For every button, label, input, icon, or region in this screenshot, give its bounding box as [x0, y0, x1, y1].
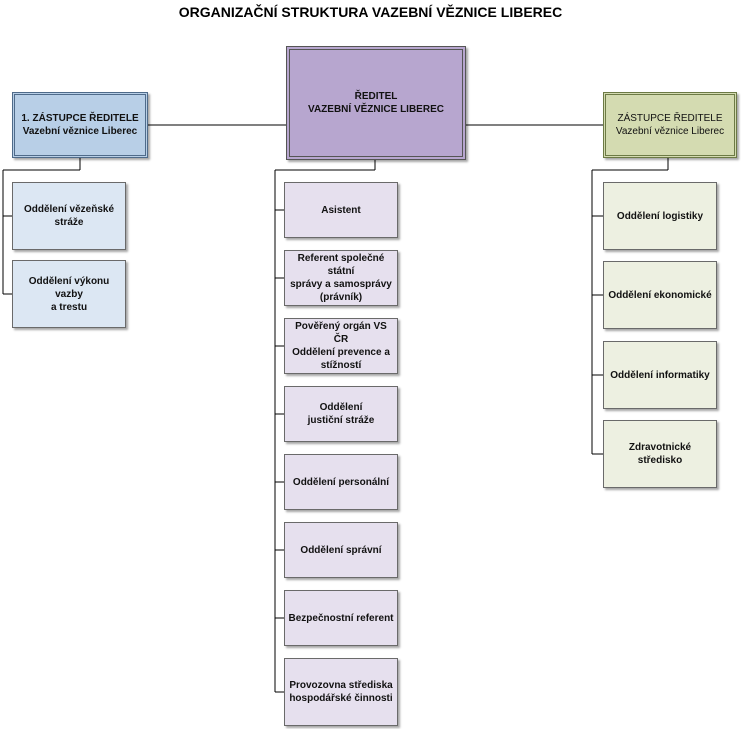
center-unit-label: justiční stráže [307, 415, 375, 426]
director-title: ŘEDITEL [354, 91, 398, 102]
deputy-left-box: 1. ZÁSTUPCE ŘEDITELE Vazební věznice Lib… [12, 92, 148, 158]
deputy-right-subtitle: Vazební věznice Liberec [615, 126, 725, 137]
left-unit-label: Oddělení vězeňské stráže [23, 204, 115, 228]
center-unit-label: Oddělení prevence a [292, 347, 390, 358]
left-unit-label: a trestu [50, 301, 88, 313]
right-unit-label: Oddělení informatiky [610, 369, 710, 381]
center-unit-box: Bezpečnostní referent [284, 590, 398, 646]
center-unit-label: Referent společné státní [297, 253, 385, 277]
deputy-left-subtitle: Vazební věznice Liberec [22, 126, 138, 137]
center-unit-label: Provozovna střediska [289, 680, 393, 691]
center-unit-box: Asistent [284, 182, 398, 238]
center-unit-box: Pověřený orgán VS ČR Oddělení prevence a… [284, 318, 398, 374]
deputy-right-title: ZÁSTUPCE ŘEDITELE [617, 113, 723, 124]
center-unit-label: Oddělení [319, 402, 363, 413]
center-unit-box: Oddělení justiční stráže [284, 386, 398, 442]
right-unit-label: Zdravotnické středisko [628, 442, 692, 466]
director-box: ŘEDITEL VAZEBNÍ VĚZNICE LIBEREC [286, 46, 466, 160]
right-unit-box: Oddělení informatiky [603, 341, 717, 409]
center-unit-label: Asistent [321, 204, 361, 216]
center-unit-box: Oddělení personální [284, 454, 398, 510]
deputy-left-title: 1. ZÁSTUPCE ŘEDITELE [21, 113, 139, 124]
chart-title: ORGANIZAČNÍ STRUKTURA VAZEBNÍ VĚZNICE LI… [178, 4, 563, 20]
left-unit-box: Oddělení vězeňské stráže [12, 182, 126, 250]
right-unit-box: Oddělení logistiky [603, 182, 717, 250]
director-subtitle: VAZEBNÍ VĚZNICE LIBEREC [308, 104, 444, 115]
center-unit-label: hospodářské činnosti [289, 693, 393, 704]
center-unit-box: Oddělení správní [284, 522, 398, 578]
right-unit-box: Oddělení ekonomické [603, 261, 717, 329]
center-unit-label: Oddělení správní [300, 544, 382, 556]
left-unit-label: Oddělení výkonu vazby [28, 275, 110, 300]
deputy-right-box: ZÁSTUPCE ŘEDITELE Vazební věznice Libere… [603, 92, 737, 158]
right-unit-label: Oddělení logistiky [616, 210, 704, 222]
center-unit-label: Pověřený orgán VS ČR [295, 321, 387, 345]
right-unit-box: Zdravotnické středisko [603, 420, 717, 488]
center-unit-label: správy a samosprávy [290, 279, 392, 290]
left-unit-box: Oddělení výkonu vazby a trestu [12, 260, 126, 328]
center-unit-label: Bezpečnostní referent [288, 612, 394, 624]
center-unit-label: stížností [320, 360, 362, 371]
center-unit-box: Provozovna střediska hospodářské činnost… [284, 658, 398, 726]
center-unit-label: (právník) [319, 292, 363, 303]
right-unit-label: Oddělení ekonomické [608, 289, 712, 301]
center-unit-box: Referent společné státní správy a samosp… [284, 250, 398, 306]
center-unit-label: Oddělení personální [292, 476, 390, 488]
